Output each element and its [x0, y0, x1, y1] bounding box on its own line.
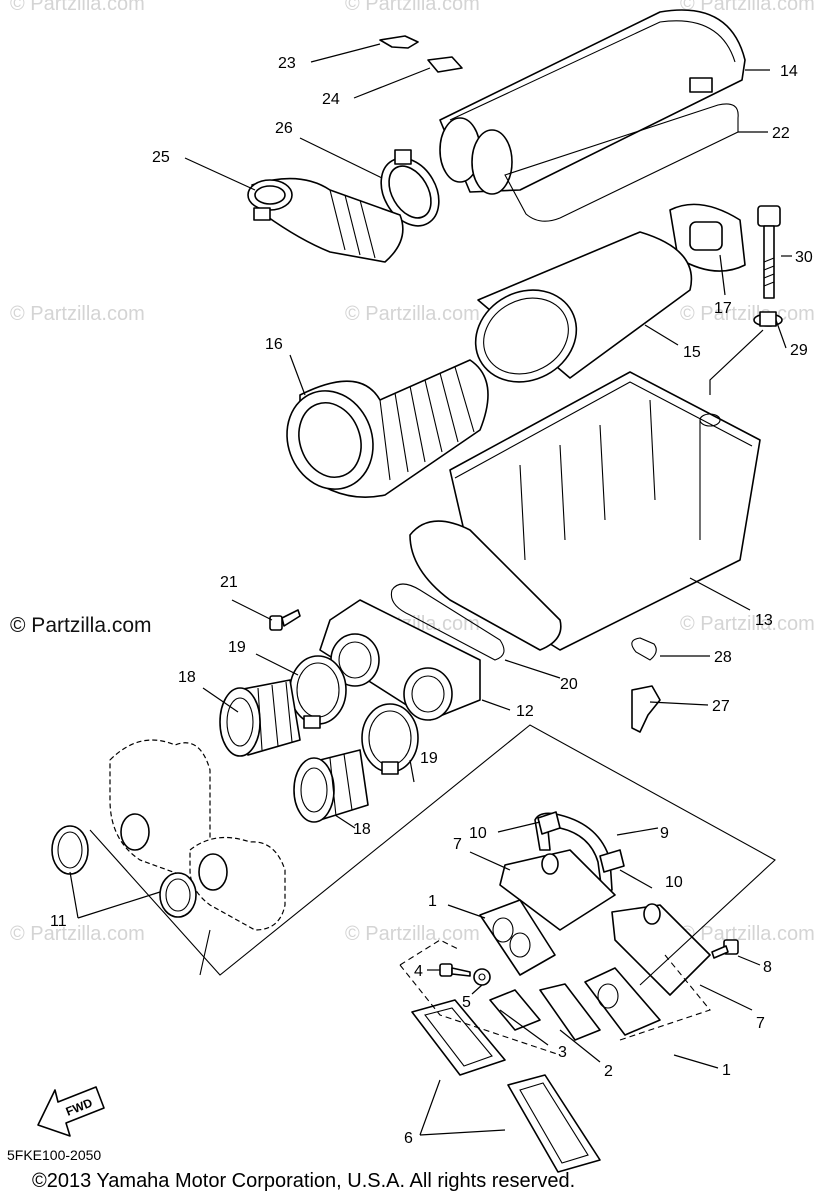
callout-23: 23: [278, 55, 296, 72]
leader-lines: [69, 43, 792, 1136]
fwd-arrow-icon: FWD: [37, 1086, 105, 1137]
callout-27: 27: [712, 698, 730, 715]
callout-20: 20: [560, 676, 578, 693]
watermark: © Partzilla.com: [680, 0, 815, 15]
part-12-joint-manifold: [319, 599, 481, 721]
part-10-clip-lower: [599, 849, 625, 873]
part-21-screw: [269, 609, 301, 631]
part-1-reed-valve-right: [584, 967, 661, 1036]
part-7-reed-housing-left: [499, 849, 616, 931]
part-24-clip: [427, 56, 463, 73]
callout-12: 12: [516, 703, 534, 720]
part-15-filter-sleeve: [474, 231, 693, 383]
callout-30: 30: [795, 249, 813, 266]
part-19-clamp-upper: [289, 655, 347, 729]
partzilla-watermark: © Partzilla.com: [10, 614, 152, 637]
callout-24: 24: [322, 91, 340, 108]
watermark: © Partzilla.com: [10, 923, 145, 945]
callout-1: 1: [722, 1062, 731, 1079]
callout-14: 14: [780, 63, 798, 80]
part-20-gasket: [390, 583, 505, 661]
part-8-bolt: [711, 939, 739, 959]
copyright-notice: ©2013 Yamaha Motor Corporation, U.S.A. A…: [32, 1170, 575, 1192]
callout-25: 25: [152, 149, 170, 166]
part-19-clamp-lower: [361, 703, 419, 775]
part-27-drain-cap: [631, 685, 661, 733]
callout-9: 9: [660, 825, 669, 842]
callout-28: 28: [714, 649, 732, 666]
callout-7: 7: [453, 836, 462, 853]
callout-21: 21: [220, 574, 238, 591]
callout-19: 19: [228, 639, 246, 656]
watermark: © Partzilla.com: [345, 923, 480, 945]
watermark: © Partzilla.com: [680, 303, 815, 325]
watermark: © Partzilla.com: [10, 303, 145, 325]
part-18-carb-joint-upper: [219, 679, 301, 757]
callout-labels: 23 24 14 26 22 25 30 17 15 29 16 13 21 2…: [50, 55, 813, 1147]
part-3-reed-stopper: [489, 989, 541, 1031]
watermark: © Partzilla.com: [345, 0, 480, 15]
diagram-code: 5FKE100-2050: [7, 1147, 101, 1163]
part-5-washer: [473, 968, 491, 986]
assembly-outline: [89, 724, 776, 1056]
watermark: © Partzilla.com: [680, 923, 815, 945]
callout-16: 16: [265, 336, 283, 353]
callout-2: 2: [604, 1063, 613, 1080]
callout-4: 4: [414, 963, 423, 980]
callout-29: 29: [790, 342, 808, 359]
callout-6: 6: [404, 1130, 413, 1147]
part-1-reed-valve-left: [479, 899, 556, 976]
callout-5: 5: [462, 994, 471, 1011]
part-26-clamp: [380, 149, 440, 227]
carburetor-outline: [109, 739, 286, 931]
callout-1: 1: [428, 893, 437, 910]
part-6-gasket: [411, 999, 601, 1173]
part-2-reed-petal: [539, 983, 601, 1041]
callout-22: 22: [772, 125, 790, 142]
part-7-reed-housing-right: [611, 903, 711, 996]
callout-3: 3: [558, 1044, 567, 1061]
watermark: © Partzilla.com: [345, 303, 480, 325]
part-4-screw: [439, 963, 471, 977]
part-14-airbox-cap: [439, 9, 746, 195]
callout-17: 17: [714, 300, 732, 317]
part-11-clamp: [51, 825, 197, 918]
part-10-clip-upper: [537, 811, 561, 835]
part-30-bolt: [757, 205, 781, 299]
part-18-carb-joint-lower: [293, 749, 369, 823]
part-25-intake-duct: [247, 177, 404, 263]
part-16-filter-element: [286, 359, 489, 498]
watermark: © Partzilla.com: [10, 0, 145, 15]
part-9-hose: [534, 812, 613, 893]
watermark: © Partzilla.com: [680, 613, 815, 635]
part-23-clip: [379, 35, 419, 49]
callout-18: 18: [353, 821, 371, 838]
callout-26: 26: [275, 120, 293, 137]
callout-18: 18: [178, 669, 196, 686]
callout-11: 11: [50, 913, 67, 930]
callout-10: 10: [469, 825, 487, 842]
callout-8: 8: [763, 959, 772, 976]
callout-10: 10: [665, 874, 683, 891]
callout-13: 13: [755, 612, 773, 629]
part-17-plate: [669, 203, 746, 272]
callout-15: 15: [683, 344, 701, 361]
part-28-clip: [631, 637, 657, 661]
callout-7: 7: [756, 1015, 765, 1032]
part-13-air-box: [409, 371, 761, 651]
callout-19: 19: [420, 750, 438, 767]
part-29-washer: [753, 311, 783, 327]
